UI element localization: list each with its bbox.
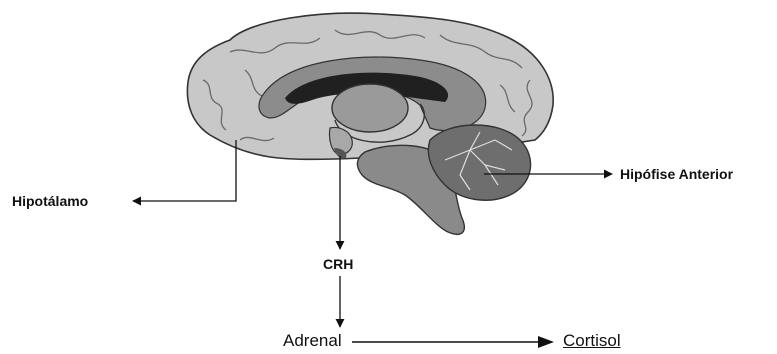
label-hipofise-anterior: Hipófise Anterior [620,167,733,181]
label-adrenal: Adrenal [283,332,342,349]
label-hipotalamo: Hipotálamo [12,194,88,208]
arrow-to-hipotalamo [133,140,236,201]
label-cortisol: Cortisol [563,332,621,349]
arrow-to-cortisol [352,336,554,348]
thalamus [332,84,408,132]
label-crh: CRH [323,257,353,271]
